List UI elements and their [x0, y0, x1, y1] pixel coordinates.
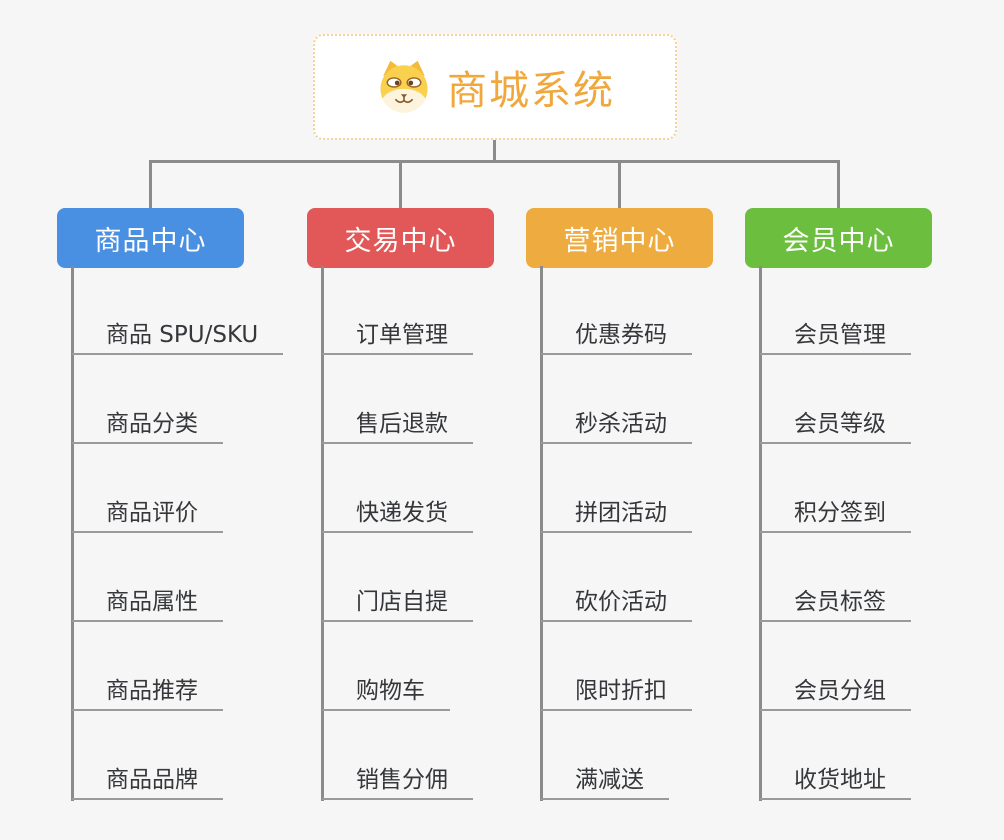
leaf-group-buy[interactable]: 拼团活动: [541, 496, 692, 533]
root-node[interactable]: 商城系统: [313, 34, 677, 140]
leaf-limited-time-discount[interactable]: 限时折扣: [541, 674, 692, 711]
leaf-sales-commission[interactable]: 销售分佣: [322, 763, 473, 800]
leaf-coupon-codes[interactable]: 优惠券码: [541, 318, 692, 355]
leaf-after-sale-refund[interactable]: 售后退款: [322, 407, 473, 444]
connector-drop-2: [399, 160, 402, 210]
spine-trade: [321, 266, 324, 801]
spine-marketing: [540, 266, 543, 801]
connector-drop-4: [837, 160, 840, 210]
connector-root-stem: [493, 138, 496, 163]
connector-drop-3: [618, 160, 621, 210]
leaf-spend-and-save[interactable]: 满减送: [541, 763, 669, 800]
leaf-product-spu-sku[interactable]: 商品 SPU/SKU: [72, 318, 284, 355]
leaf-product-recommend[interactable]: 商品推荐: [72, 674, 223, 711]
leaf-flash-sale[interactable]: 秒杀活动: [541, 407, 692, 444]
leaf-bargain-activity[interactable]: 砍价活动: [541, 585, 692, 622]
branch-header-label: 营销中心: [563, 225, 676, 257]
branch-header-label: 交易中心: [344, 225, 457, 257]
spine-product: [71, 266, 74, 801]
leaf-product-category[interactable]: 商品分类: [72, 407, 223, 444]
branch-header-label: 会员中心: [782, 225, 895, 257]
leaf-member-groups[interactable]: 会员分组: [760, 674, 911, 711]
leaf-member-tags[interactable]: 会员标签: [760, 585, 911, 622]
branch-header-member[interactable]: 会员中心: [745, 208, 932, 268]
leaf-product-brand[interactable]: 商品品牌: [72, 763, 223, 800]
branch-header-label: 商品中心: [94, 225, 207, 257]
branch-header-trade[interactable]: 交易中心: [307, 208, 494, 268]
root-title: 商城系统: [447, 68, 615, 114]
leaf-shopping-cart[interactable]: 购物车: [322, 674, 450, 711]
leaf-member-management[interactable]: 会员管理: [760, 318, 911, 355]
leaf-express-shipping[interactable]: 快递发货: [322, 496, 473, 533]
doge-icon: [375, 58, 433, 116]
leaf-product-attribute[interactable]: 商品属性: [72, 585, 223, 622]
leaf-store-pickup[interactable]: 门店自提: [322, 585, 473, 622]
leaf-points-checkin[interactable]: 积分签到: [760, 496, 911, 533]
leaf-order-management[interactable]: 订单管理: [322, 318, 473, 355]
connector-drop-1: [149, 160, 152, 210]
connector-horizontal-bar: [149, 160, 840, 163]
leaf-shipping-address[interactable]: 收货地址: [760, 763, 911, 800]
leaf-member-level[interactable]: 会员等级: [760, 407, 911, 444]
spine-member: [759, 266, 762, 801]
branch-header-marketing[interactable]: 营销中心: [526, 208, 713, 268]
leaf-product-review[interactable]: 商品评价: [72, 496, 223, 533]
branch-header-product[interactable]: 商品中心: [57, 208, 244, 268]
